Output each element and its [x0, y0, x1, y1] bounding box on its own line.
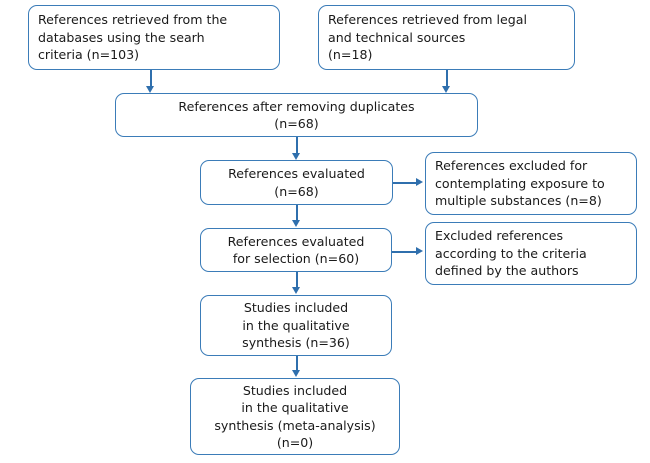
- node-db-records-line-1: References retrieved from the: [38, 12, 228, 28]
- node-excluded-by-criteria-line-1: Excluded references: [435, 228, 564, 244]
- connector-legal-to-duplicates-line: [446, 70, 448, 87]
- node-legal-records: References retrieved from legal and tech…: [318, 5, 575, 70]
- connector-qualitative-to-meta-line: [296, 356, 298, 371]
- connector-evaluated-to-excluded1-arrow: [416, 178, 423, 187]
- connector-selection-to-excluded2-arrow: [416, 247, 423, 256]
- connector-qualitative-to-meta-arrow: [292, 370, 301, 377]
- node-meta-analysis-line-1: Studies included: [242, 382, 348, 398]
- connector-db-to-duplicates-line: [150, 70, 152, 87]
- node-meta-analysis-line-4: (n=0): [276, 435, 314, 450]
- connector-evaluated-to-selection-arrow: [292, 220, 301, 227]
- node-legal-records-line-2: and technical sources: [328, 29, 466, 45]
- node-excluded-multiple-substances: References excluded for contemplating ex…: [425, 152, 637, 215]
- node-excluded-by-criteria-line-2: according to the criteria: [435, 245, 587, 261]
- node-legal-records-line-1: References retrieved from legal: [328, 12, 527, 28]
- node-db-records: References retrieved from the databases …: [28, 5, 280, 70]
- node-qualitative-synthesis-line-2: in the qualitative: [242, 317, 350, 333]
- node-meta-analysis-line-2: in the qualitative: [241, 400, 349, 415]
- connector-selection-to-qualitative-line: [296, 272, 298, 288]
- node-evaluated-for-selection-line-1: References evaluated: [227, 233, 365, 249]
- node-meta-analysis: Studies included in the qualitative synt…: [190, 378, 400, 455]
- connector-db-to-duplicates-arrow: [146, 86, 155, 93]
- connector-selection-to-excluded2-line: [392, 251, 417, 253]
- node-evaluated-for-selection-line-2: for selection (n=60): [232, 251, 360, 266]
- node-evaluated: References evaluated (n=68): [200, 160, 393, 205]
- node-evaluated-for-selection: References evaluated for selection (n=60…: [200, 228, 392, 272]
- node-after-duplicates-line-2: (n=68): [274, 116, 319, 131]
- node-excluded-multiple-substances-line-2: contemplating exposure to: [435, 175, 605, 191]
- node-excluded-multiple-substances-line-3: multiple substances (n=8): [435, 193, 602, 209]
- node-meta-analysis-line-3: synthesis (meta-analysis): [214, 417, 376, 433]
- node-legal-records-line-3: (n=18): [328, 47, 373, 63]
- node-evaluated-line-2: (n=68): [274, 183, 319, 199]
- node-after-duplicates: References after removing duplicates (n=…: [115, 93, 478, 137]
- node-excluded-by-criteria-line-3: defined by the authors: [435, 263, 579, 279]
- connector-duplicates-to-evaluated-line: [296, 137, 298, 154]
- node-qualitative-synthesis-line-1: Studies included: [243, 300, 349, 316]
- node-after-duplicates-line-1: References after removing duplicates: [178, 98, 415, 114]
- connector-duplicates-to-evaluated-arrow: [292, 153, 301, 160]
- node-qualitative-synthesis-line-3: synthesis (n=36): [242, 335, 350, 351]
- node-db-records-line-2: databases using the searh: [38, 29, 205, 45]
- connector-selection-to-qualitative-arrow: [292, 287, 301, 294]
- node-evaluated-line-1: References evaluated: [228, 166, 365, 181]
- node-qualitative-synthesis: Studies included in the qualitative synt…: [200, 295, 392, 356]
- node-excluded-by-criteria: Excluded references according to the cri…: [425, 222, 637, 285]
- node-db-records-line-3: criteria (n=103): [38, 47, 140, 63]
- connector-legal-to-duplicates-arrow: [442, 86, 451, 93]
- node-excluded-multiple-substances-line-1: References excluded for: [435, 158, 588, 174]
- connector-evaluated-to-selection-line: [296, 205, 298, 221]
- connector-evaluated-to-excluded1-line: [393, 182, 417, 184]
